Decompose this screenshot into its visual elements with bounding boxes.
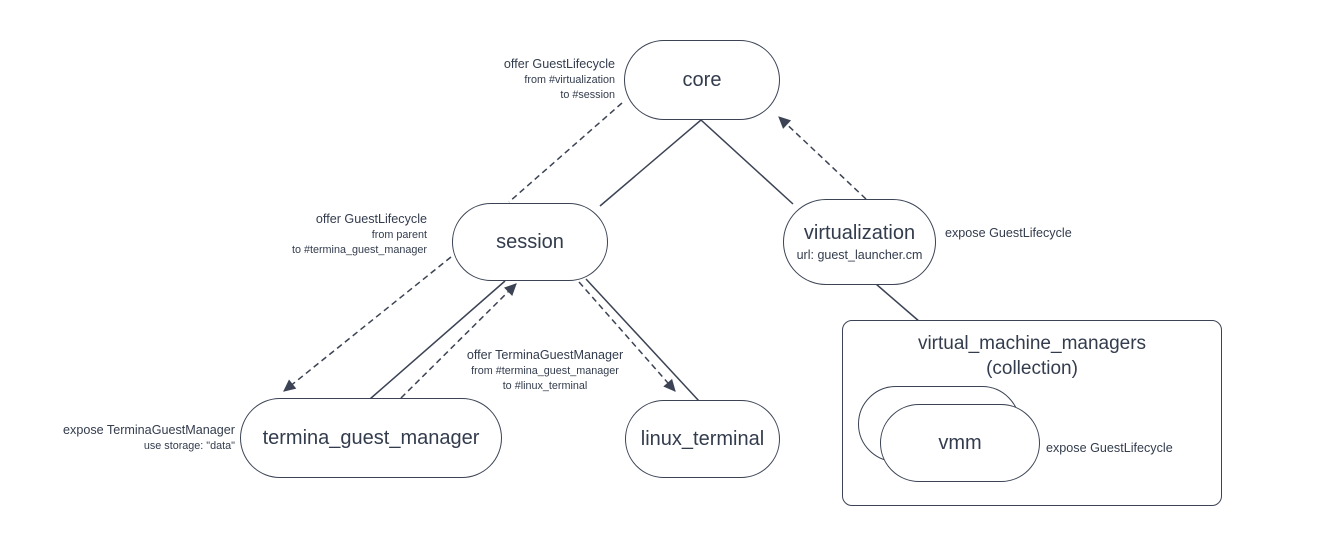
- label-line: use storage: "data": [143, 440, 235, 452]
- node-virtualization-label: virtualization: [803, 222, 916, 244]
- node-vmm: vmm: [880, 404, 1040, 482]
- label-line: offer TerminaGuestManager: [466, 348, 624, 362]
- label-line: to #linux_terminal: [502, 380, 588, 392]
- collection-title-line2: (collection): [986, 358, 1078, 379]
- label-expose-guestlifecycle-virtualization: expose GuestLifecycle: [945, 225, 1072, 242]
- label-offer-terminaguestmanager: offer TerminaGuestManager from #termina_…: [415, 347, 675, 394]
- node-linux-terminal: linux_terminal: [625, 400, 780, 478]
- node-core: core: [624, 40, 780, 120]
- label-line: expose TerminaGuestManager: [63, 423, 235, 437]
- label-line: from parent: [371, 229, 427, 241]
- route-offer-session-to-linux-terminal: [578, 281, 676, 392]
- label-line: from #termina_guest_manager: [471, 365, 619, 377]
- route-expose-virtualization-to-core: [778, 116, 867, 200]
- collection-title: virtual_machine_managers (collection): [842, 331, 1222, 381]
- node-virtualization: virtualization url: guest_launcher.cm: [783, 199, 936, 285]
- edge-session-linux-terminal: [585, 278, 700, 402]
- label-offer-guestlifecycle-session: offer GuestLifecycle from parent to #ter…: [292, 211, 427, 258]
- route-expose-termina-to-session: [400, 283, 517, 399]
- node-vmm-label: vmm: [938, 432, 982, 454]
- label-offer-guestlifecycle-core: offer GuestLifecycle from #virtualizatio…: [504, 56, 615, 103]
- label-line: to #termina_guest_manager: [291, 244, 427, 256]
- label-expose-terminaguestmanager: expose TerminaGuestManager use storage: …: [63, 422, 235, 454]
- route-offer-core-to-session: [508, 102, 623, 203]
- route-offer-session-to-termina: [283, 256, 452, 392]
- node-session-label: session: [496, 231, 564, 253]
- collection-title-line1: virtual_machine_managers: [917, 333, 1147, 354]
- label-line: from #virtualization: [524, 74, 615, 86]
- edge-core-virtualization: [700, 119, 794, 205]
- edge-session-termina: [369, 280, 506, 400]
- edge-core-session: [599, 119, 702, 207]
- label-line: expose GuestLifecycle: [945, 226, 1072, 240]
- label-line: offer GuestLifecycle: [503, 57, 615, 71]
- node-core-label: core: [682, 69, 722, 91]
- node-linux-terminal-label: linux_terminal: [640, 428, 765, 450]
- label-line: expose GuestLifecycle: [1046, 441, 1173, 455]
- label-line: offer GuestLifecycle: [315, 212, 427, 226]
- node-virtualization-url: url: guest_launcher.cm: [796, 248, 923, 262]
- label-line: to #session: [560, 89, 615, 101]
- edge-virtualization-collection: [875, 283, 921, 323]
- node-termina-guest-manager: termina_guest_manager: [240, 398, 502, 478]
- label-expose-guestlifecycle-vmm: expose GuestLifecycle: [1046, 440, 1173, 457]
- node-termina-guest-manager-label: termina_guest_manager: [262, 427, 480, 449]
- node-session: session: [452, 203, 608, 281]
